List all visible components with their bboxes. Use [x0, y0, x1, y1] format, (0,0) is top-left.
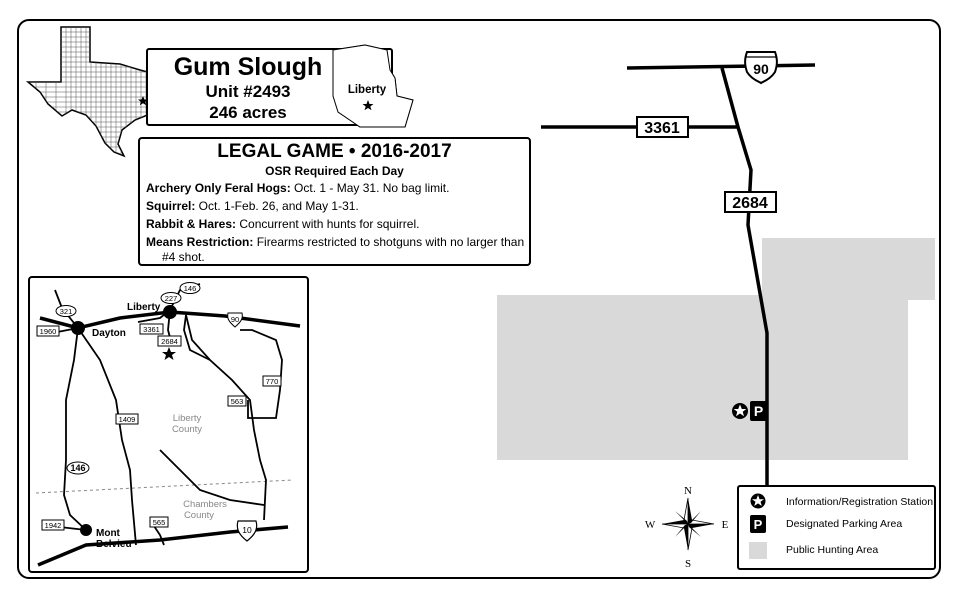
mont-belvieu-dot	[80, 524, 92, 536]
svg-text:1942: 1942	[45, 521, 62, 530]
svg-text:Belvieu: Belvieu	[96, 539, 132, 550]
legend-item-hunting-area: Public Hunting Area	[786, 544, 879, 556]
svg-text:146: 146	[70, 463, 85, 473]
legend-item-parking: Designated Parking Area	[786, 518, 903, 530]
svg-text:E: E	[722, 519, 729, 531]
svg-text:146: 146	[184, 284, 197, 293]
svg-text:N: N	[684, 485, 692, 497]
texas-location-star-icon	[138, 96, 148, 106]
svg-text:2684: 2684	[161, 337, 178, 346]
svg-text:Chambers: Chambers	[183, 499, 227, 510]
road-3361-shield: 3361	[636, 116, 689, 138]
county-star-icon	[362, 100, 374, 111]
inset-map: Dayton Liberty Mont Belvieu Liberty Coun…	[35, 282, 301, 567]
info-star-icon	[750, 493, 766, 509]
svg-text:3361: 3361	[143, 325, 160, 334]
svg-text:1409: 1409	[119, 415, 136, 424]
us-90-shield: 90	[744, 51, 778, 85]
legal-game-box: LEGAL GAME • 2016-2017 OSR Required Each…	[138, 137, 531, 266]
legend-item-info: Information/Registration Station	[786, 496, 934, 508]
compass-rose: N S E W	[645, 485, 729, 570]
area-name: Gum Slough	[173, 53, 323, 81]
svg-text:County: County	[172, 424, 202, 435]
svg-text:3361: 3361	[644, 120, 680, 137]
legal-game-heading: LEGAL GAME • 2016-2017	[217, 141, 452, 162]
svg-text:563: 563	[231, 397, 244, 406]
svg-text:County: County	[184, 510, 214, 521]
svg-text:Liberty: Liberty	[173, 413, 202, 424]
svg-text:2684: 2684	[732, 195, 768, 212]
info-station-marker[interactable]	[732, 403, 748, 419]
public-hunting-area[interactable]	[497, 238, 935, 460]
svg-text:770: 770	[266, 377, 279, 386]
road-2684-shield: 2684	[724, 191, 777, 213]
svg-text:90: 90	[231, 315, 239, 324]
unit-location-star-icon	[162, 347, 176, 360]
legal-game-subheading: OSR Required Each Day	[265, 164, 404, 178]
county-locator-label: Liberty	[348, 84, 387, 96]
svg-text:565: 565	[153, 518, 166, 527]
rule-squirrel: Squirrel: Oct. 1-Feb. 26, and May 1-31.	[146, 199, 359, 213]
liberty-dot	[163, 305, 177, 319]
rule-means: Means Restriction: Firearms restricted t…	[146, 235, 525, 264]
parking-marker[interactable]: P	[750, 401, 767, 421]
svg-text:P: P	[754, 403, 763, 419]
legend-icons: P	[749, 493, 767, 559]
svg-text:10: 10	[242, 525, 252, 535]
svg-text:P: P	[754, 517, 763, 532]
svg-text:227: 227	[165, 294, 178, 303]
rule-feral-hogs: Archery Only Feral Hogs: Oct. 1 - May 31…	[146, 181, 450, 195]
svg-text:Mont: Mont	[96, 528, 121, 539]
map-frame	[17, 19, 941, 579]
us-90-road	[626, 63, 816, 70]
svg-text:S: S	[685, 558, 691, 570]
svg-text:Dayton: Dayton	[92, 328, 126, 339]
map-legend: P Information/Registration Station Desig…	[737, 485, 936, 570]
svg-text:90: 90	[753, 61, 769, 77]
inset-map-frame	[28, 276, 309, 573]
parking-icon: P	[750, 515, 766, 533]
hunting-area-swatch	[749, 542, 767, 559]
dayton-dot	[71, 321, 85, 335]
svg-text:W: W	[645, 519, 656, 531]
svg-text:1960: 1960	[40, 327, 57, 336]
svg-text:Liberty: Liberty	[127, 302, 161, 313]
svg-text:321: 321	[60, 307, 73, 316]
unit-number: Unit #2493	[205, 82, 291, 101]
acreage: 246 acres	[209, 103, 287, 122]
rule-rabbit: Rabbit & Hares: Concurrent with hunts fo…	[146, 217, 420, 231]
